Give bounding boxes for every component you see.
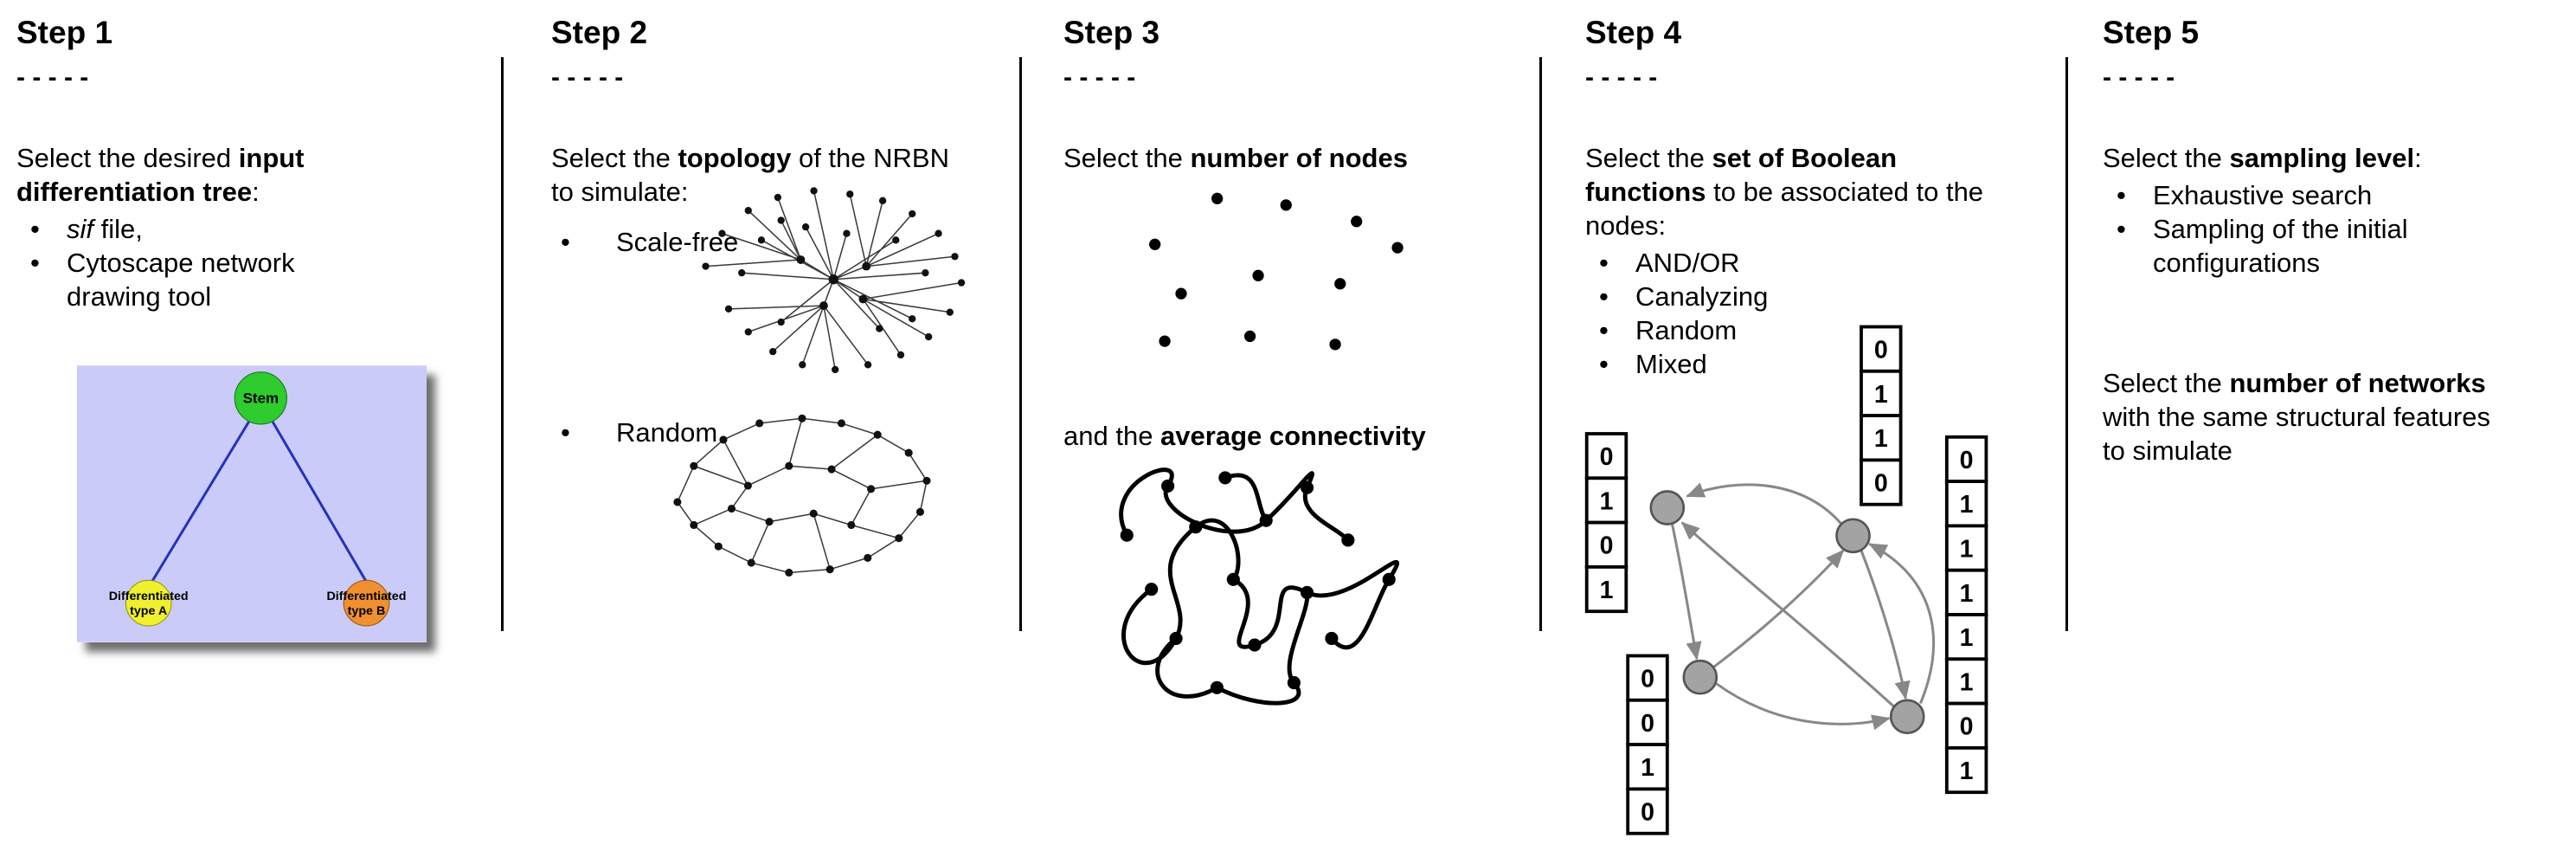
step-1-bullet-list: sif file, Cytoscape network drawing tool [16,212,494,313]
step-5-dashes: - - - - - [2103,63,2175,92]
step-5-title: Step 5 [2103,15,2200,50]
step-1-dashes: - - - - - [16,63,89,92]
step-4-dashes: - - - - - [1585,63,1658,92]
step-1-title: Step 1 [16,15,113,50]
boolean-node-a [1649,490,1686,525]
step-3-column: Step 3 - - - - - Select the number of no… [1022,0,1539,851]
svg-text:1: 1 [1600,487,1614,515]
step-2-dashes: - - - - - [551,63,624,92]
svg-text:1: 1 [1960,536,1974,564]
differentiation-tree-figure: Stem Differentiated type A Differentiate… [77,365,427,642]
type-a-label-line1: Differentiated [109,590,189,603]
connectivity-network-figure [1119,467,1400,706]
step-2-title: Step 2 [551,15,648,50]
boolean-network-arrows [1671,482,1936,731]
svg-text:0: 0 [1641,710,1654,738]
stem-label: Stem [243,390,279,406]
svg-text:0: 0 [1874,470,1888,498]
step-4-title: Step 4 [1585,15,1682,50]
random-nodes [673,414,931,577]
nodes-dots-figure [1149,192,1404,351]
boolean-node-b [1835,518,1871,554]
svg-text:1: 1 [1874,381,1888,409]
node-dots [1149,192,1404,351]
step-5-number-of-networks-text: Select the number of networks with the s… [2103,368,2490,466]
svg-text:1: 1 [1960,758,1974,785]
step-2-intro: Select the topology of the NRBN to simul… [551,143,949,207]
connectivity-curves [1119,467,1400,706]
edge-stem-to-type-b [271,420,368,583]
bullet-sampling-initial-configurations: Sampling of the initial configurations [2103,212,2569,280]
boolean-network-figure: 0 1 0 1 0 1 1 0 0 1 1 1 1 1 0 1 [1584,325,1988,835]
bullet-random: Random [561,416,717,449]
step-1-intro: Select the desired input differentiation… [16,143,305,207]
bullet-scale-free: Scale-free [561,225,738,259]
scale-free-edges [705,190,962,371]
step-4-column: Step 4 - - - - - Select the set of Boole… [1542,0,2065,851]
random-network-figure [673,414,931,577]
svg-text:0: 0 [1600,532,1614,560]
step-5-column: Step 5 - - - - - Select the sampling lev… [2068,0,2576,851]
truth-table-bottom: 0 0 1 0 [1626,654,1669,835]
svg-text:0: 0 [1960,447,1974,474]
bullet-random-functions: Random [1585,313,2059,347]
truth-table-left: 0 1 0 1 [1584,432,1628,614]
step-3-title: Step 3 [1063,15,1160,50]
boolean-node-c [1682,659,1718,695]
bullet-exhaustive-search: Exhaustive search [2103,178,2569,212]
svg-text:0: 0 [1600,443,1614,471]
svg-text:1: 1 [1960,668,1974,696]
svg-text:1: 1 [1874,425,1888,453]
bullet-and-or: AND/OR [1585,246,2059,280]
step-3-dashes: - - - - - [1063,63,1136,92]
step-4-bullet-list: AND/OR Canalyzing Random Mixed [1585,246,2059,381]
edge-stem-to-type-a [151,420,251,583]
step-3-intro: Select the number of nodes [1063,143,1408,173]
svg-text:1: 1 [1641,754,1654,782]
step-2-column: Step 2 - - - - - Select the topology of … [504,0,1019,851]
random-edges [677,417,928,574]
type-a-node [125,579,172,627]
connectivity-dots [1120,471,1396,694]
svg-text:1: 1 [1960,624,1974,652]
svg-text:1: 1 [1600,577,1614,604]
svg-text:0: 0 [1641,666,1654,693]
tree-svg: Stem Differentiated type A Differentiate… [77,365,427,642]
svg-text:0: 0 [1874,337,1888,364]
scale-free-network-figure [702,187,966,374]
scale-free-nodes [702,187,966,374]
truth-table-top: 0 1 1 0 [1860,325,1903,506]
svg-text:1: 1 [1960,491,1974,519]
step-5-intro: Select the sampling level: [2103,143,2422,173]
svg-text:1: 1 [1960,580,1974,608]
column-divider [501,57,504,631]
type-b-node [343,579,390,627]
bullet-sif-file: sif file, [16,212,494,246]
svg-text:0: 0 [1960,713,1974,741]
boolean-node-d [1889,699,1925,735]
type-b-label-line1: Differentiated [326,590,406,603]
step-3-connectivity-text: and the average connectivity [1063,421,1426,451]
column-divider [1019,57,1022,631]
type-b-label-line2: type B [348,604,386,618]
bullet-mixed: Mixed [1585,347,2059,381]
type-a-label-line2: type A [130,604,167,618]
boolean-network-nodes [1649,490,1925,735]
column-divider [1539,57,1542,631]
step-5-bullet-list: Exhaustive search Sampling of the initia… [2103,178,2569,280]
svg-text:0: 0 [1641,799,1654,827]
bullet-canalyzing: Canalyzing [1585,280,2059,313]
bullet-cytoscape: Cytoscape network drawing tool [16,246,494,313]
stem-node [234,371,287,425]
step-1-column: Step 1 - - - - - Select the desired inpu… [0,0,501,851]
truth-table-right: 0 1 1 1 1 1 0 1 [1944,435,1988,795]
column-divider [2065,57,2068,631]
step-4-intro: Select the set of Boolean functions to b… [1585,143,1984,241]
